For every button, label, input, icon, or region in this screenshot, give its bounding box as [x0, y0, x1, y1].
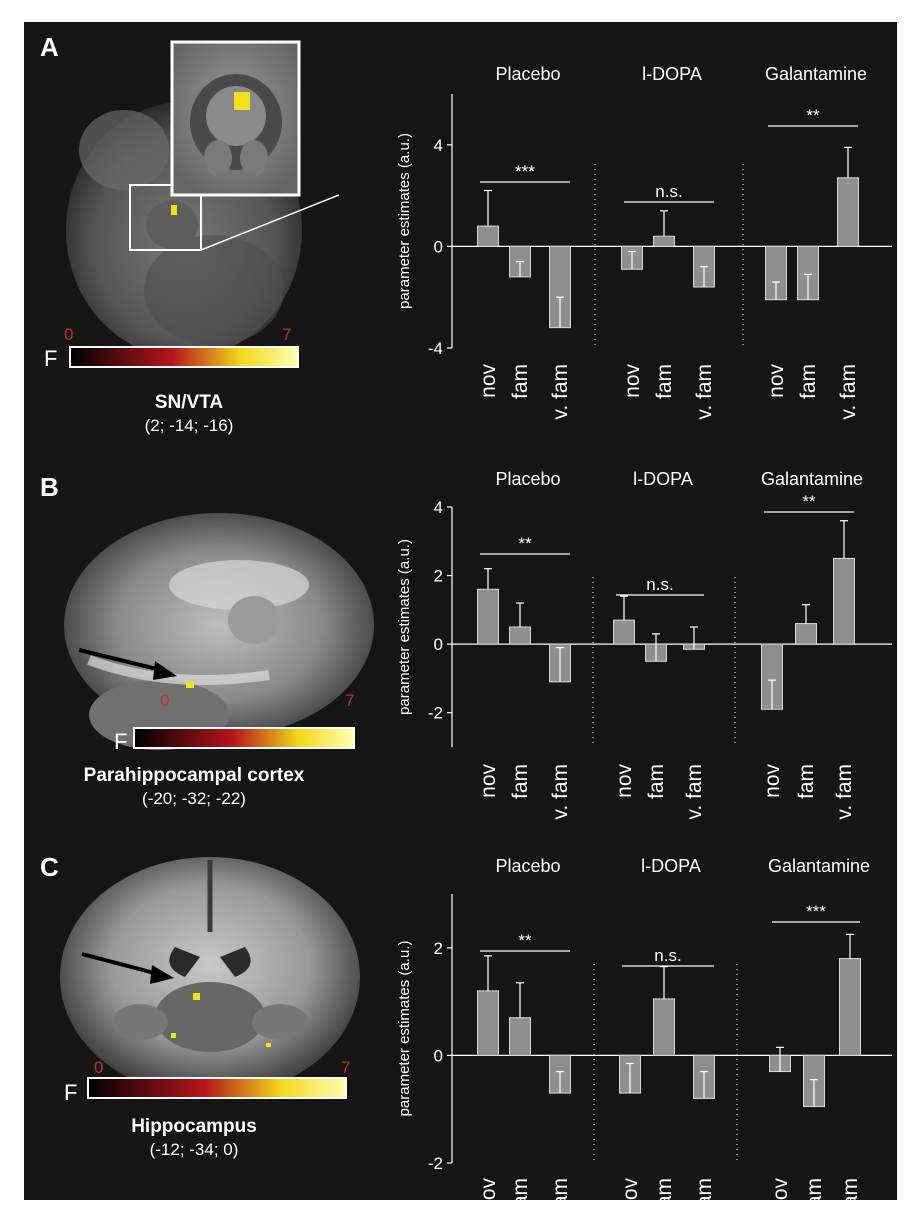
- significance-label: **: [518, 931, 532, 950]
- brain-coronal-image: 0 7: [60, 857, 360, 1097]
- colorbar-min-label: 0: [94, 1058, 103, 1077]
- group-title: Placebo: [495, 64, 560, 84]
- significance-label: ***: [515, 162, 535, 181]
- panel-letter: C: [40, 852, 59, 882]
- colorbar-max-label: 7: [282, 325, 291, 344]
- category-label: fam: [803, 1178, 826, 1213]
- category-label: fam: [509, 764, 532, 799]
- region-coords: (-20; -32; -22): [142, 789, 246, 808]
- category-label: fam: [653, 364, 676, 399]
- y-axis-label: parameter estimates (a.u.): [396, 941, 413, 1117]
- category-label: nov: [619, 1178, 642, 1212]
- significance-label: n.s.: [654, 946, 681, 965]
- region-name: Hippocampus: [131, 1116, 257, 1137]
- significance-label: **: [518, 534, 532, 553]
- significance-label: n.s.: [655, 182, 682, 201]
- y-tick-label: 0: [434, 1046, 443, 1065]
- category-label: nov: [477, 1178, 500, 1212]
- colorbar-f-label: F: [44, 346, 57, 371]
- category-label: fam: [645, 764, 668, 799]
- group-title: l-DOPA: [633, 469, 693, 489]
- region-name: SN/VTA: [154, 392, 224, 413]
- region-coords: (2; -14; -16): [144, 416, 234, 435]
- category-label: fam: [795, 764, 818, 799]
- y-tick-label: 2: [434, 567, 443, 586]
- significance-label: ***: [806, 902, 826, 921]
- category-label: fam: [797, 364, 820, 399]
- category-label: v. fam: [833, 764, 856, 820]
- significance-label: n.s.: [646, 575, 673, 594]
- y-tick-label: -2: [428, 1154, 443, 1173]
- category-label: fam: [509, 364, 532, 399]
- category-label: nov: [765, 364, 788, 398]
- panel-letter: A: [40, 32, 59, 62]
- category-label: v. fam: [693, 364, 716, 420]
- y-tick-label: -2: [428, 704, 443, 723]
- figure: A: [24, 22, 897, 1221]
- y-tick-label: 0: [434, 237, 443, 256]
- y-axis-label: parameter estimates (a.u.): [396, 133, 413, 309]
- group-title: Galantamine: [761, 469, 863, 489]
- group-title: l-DOPA: [641, 856, 701, 876]
- brain-axial-image: [66, 40, 339, 358]
- panel-b: B 0 7 F: [24, 462, 897, 832]
- colorbar: F: [114, 727, 355, 754]
- region-coords: (-12; -34; 0): [149, 1140, 239, 1159]
- category-label: nov: [613, 764, 636, 798]
- bar-chart-parahippocampal: 4 2 0 -2 parameter estimates (a.u.) Placebo no…: [396, 469, 892, 820]
- group-title: Galantamine: [768, 856, 870, 876]
- y-tick-label: 0: [434, 635, 443, 654]
- colorbar-min-label: 0: [160, 691, 169, 710]
- category-label: v. fam: [837, 364, 860, 420]
- y-tick-label: 4: [434, 136, 443, 155]
- bar: [839, 958, 861, 1056]
- region-name: Parahippocampal cortex: [83, 765, 305, 786]
- y-tick-label: 4: [434, 498, 443, 517]
- significance-label: **: [806, 106, 820, 125]
- panel-a: A: [24, 22, 897, 462]
- bar-chart-sn-vta: 4 0 -4 parameter estimates (a.u.) Placebo nov…: [396, 64, 892, 420]
- category-label: v. fam: [693, 1178, 716, 1221]
- significance-label: **: [802, 492, 816, 511]
- y-tick-label: 2: [434, 939, 443, 958]
- bar: [761, 643, 783, 710]
- category-label: nov: [477, 364, 500, 398]
- category-label: v. fam: [839, 1178, 862, 1221]
- bar-chart-hippocampus: 2 0 -2 parameter estimates (a.u.) Placebo nov…: [396, 856, 892, 1221]
- brain-sagittal-image: 0 7: [64, 513, 374, 750]
- category-label: v. fam: [549, 764, 572, 820]
- y-tick-label: -4: [428, 339, 443, 358]
- group-title: Placebo: [495, 469, 560, 489]
- category-label: nov: [761, 764, 784, 798]
- category-label: nov: [769, 1178, 792, 1212]
- group-title: Galantamine: [765, 64, 867, 84]
- category-label: v. fam: [549, 1178, 572, 1221]
- colorbar-max-label: 7: [341, 1058, 350, 1077]
- colorbar: F: [64, 1077, 347, 1104]
- colorbar: 0 7 F: [44, 325, 299, 371]
- panel-letter: B: [40, 472, 59, 502]
- bar: [653, 998, 675, 1056]
- colorbar-f-label: F: [64, 1080, 77, 1104]
- category-label: v. fam: [549, 364, 572, 420]
- bar: [477, 990, 499, 1056]
- colorbar-max-label: 7: [345, 691, 354, 710]
- colorbar-min-label: 0: [64, 325, 73, 344]
- group-title: l-DOPA: [642, 64, 702, 84]
- bar: [509, 1017, 531, 1056]
- y-axis-label: parameter estimates (a.u.): [396, 539, 413, 715]
- group-title: Placebo: [495, 856, 560, 876]
- category-label: nov: [477, 764, 500, 798]
- category-label: v. fam: [683, 764, 706, 820]
- category-label: fam: [509, 1178, 532, 1213]
- category-label: nov: [621, 364, 644, 398]
- category-label: fam: [653, 1178, 676, 1213]
- colorbar-f-label: F: [114, 729, 127, 754]
- panel-c: C 0 7: [24, 832, 897, 1200]
